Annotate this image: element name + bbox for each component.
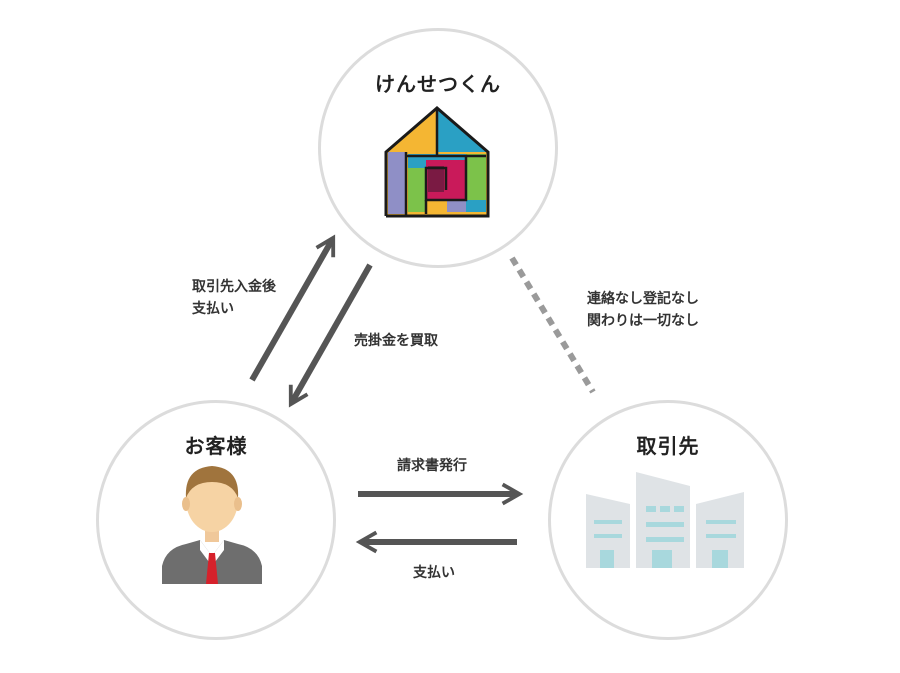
dashed-line-no-relation	[509, 256, 596, 394]
arrow-customer-to-kensetsukun	[249, 234, 336, 382]
house-logo-icon	[384, 106, 490, 218]
label-invoice: 請求書発行	[397, 458, 467, 474]
arrow-kensetsukun-to-customer	[288, 263, 373, 408]
label-customer-to-kensetsukun: 取引先入金後 支払い	[192, 276, 276, 320]
label-payment: 支払い	[413, 565, 455, 581]
customer-title: お客様	[184, 434, 248, 458]
supplier-title: 取引先	[636, 434, 700, 458]
businessman-icon	[162, 466, 262, 584]
label-kensetsukun-to-customer: 売掛金を買取	[354, 333, 438, 349]
label-line-1: 取引先入金後	[192, 279, 276, 295]
buildings-icon	[586, 472, 744, 568]
label-line-2: 支払い	[192, 301, 234, 317]
label-line-1: 連絡なし登記なし	[587, 291, 699, 307]
kensetsukun-title: けんせつくん	[375, 72, 501, 96]
label-no-relation: 連絡なし登記なし 関わりは一切なし	[587, 288, 699, 332]
label-line-2: 関わりは一切なし	[587, 313, 699, 329]
